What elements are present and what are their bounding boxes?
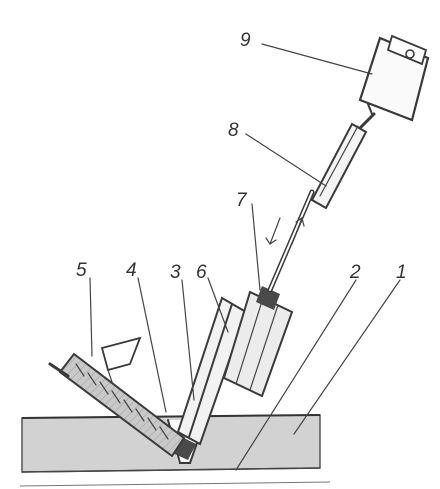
label-8: 8 (228, 120, 239, 141)
motion-arrows (265, 217, 305, 245)
connector-rod (267, 112, 376, 293)
label-5: 5 (76, 260, 87, 281)
label-7: 7 (236, 190, 248, 211)
label-1: 1 (396, 262, 407, 283)
guide-tube (170, 286, 294, 460)
label-3: 3 (170, 262, 181, 283)
label-4: 4 (126, 260, 137, 281)
leader-lines (89, 43, 401, 471)
label-6: 6 (196, 262, 207, 283)
screw-conveyor (48, 336, 186, 458)
label-9: 9 (240, 30, 251, 51)
label-2: 2 (349, 262, 361, 283)
sensor-head (358, 34, 430, 122)
